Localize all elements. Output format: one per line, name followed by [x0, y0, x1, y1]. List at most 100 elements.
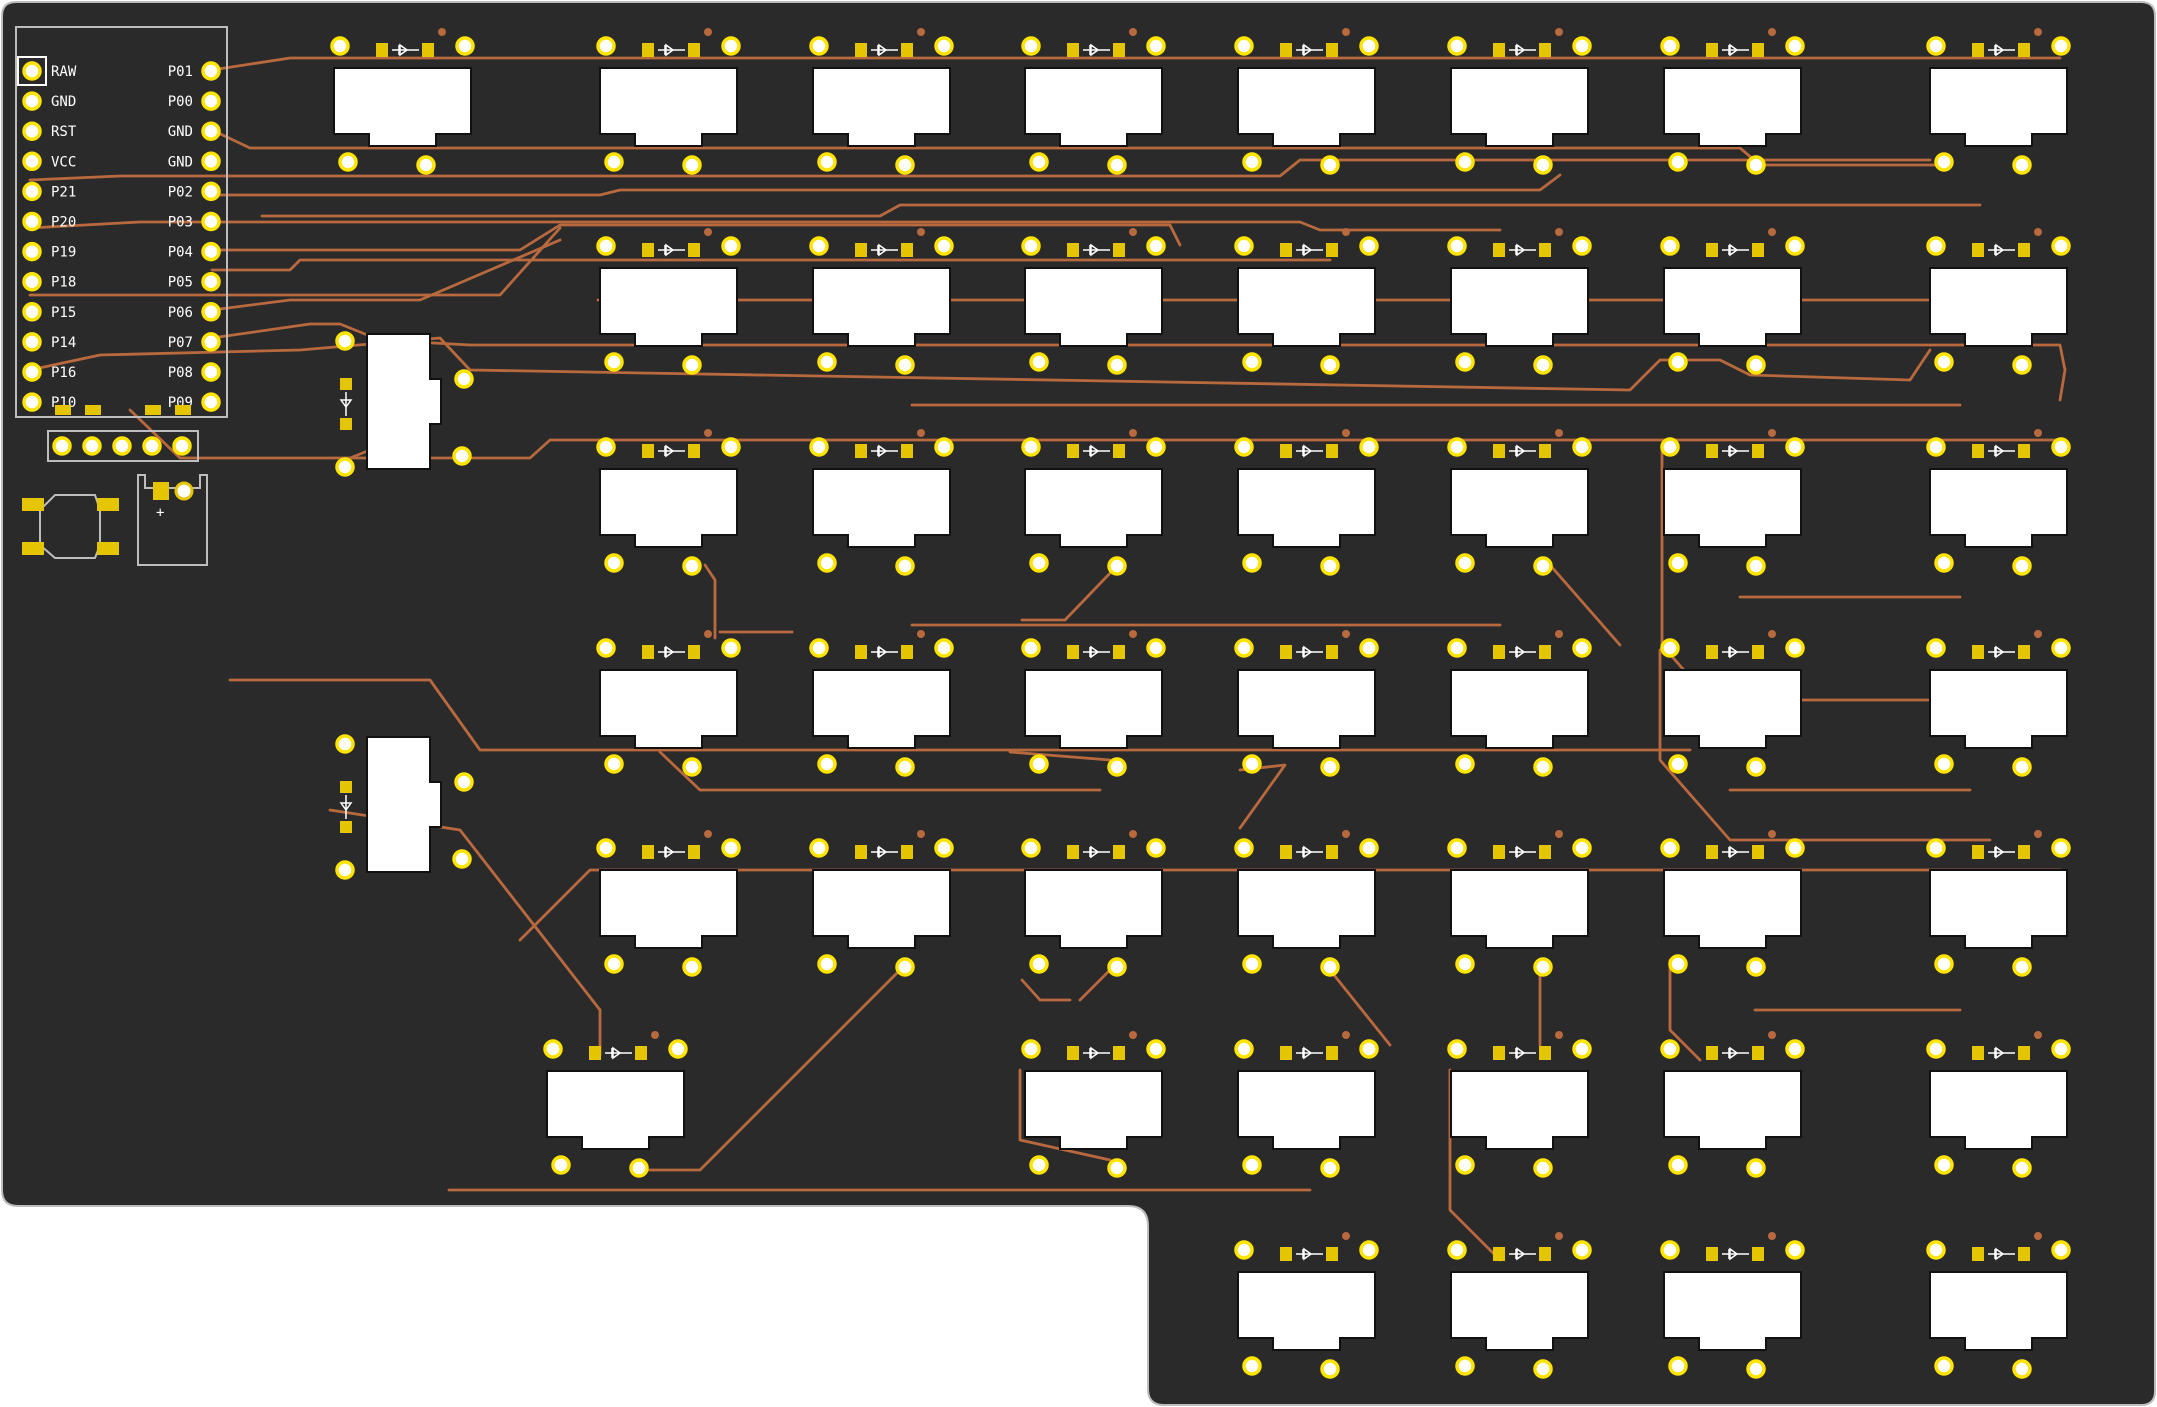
switch-pin-pad	[934, 36, 954, 56]
switch-pin-pad	[1447, 437, 1467, 457]
diode-pad	[1539, 243, 1551, 257]
key-switch-footprint	[1926, 630, 2071, 777]
switch-pin-pad	[817, 352, 837, 372]
diode-symbol-icon	[871, 845, 898, 859]
switch-pin-pad	[1668, 754, 1688, 774]
diode-pad	[1752, 1247, 1764, 1261]
diode-pad	[1113, 43, 1125, 57]
switch-pin-pad	[1785, 236, 1805, 256]
switch-pin-pad	[1029, 1155, 1049, 1175]
switch-cutout	[599, 67, 738, 147]
diode-pad	[688, 645, 700, 659]
switch-pin-pad	[596, 638, 616, 658]
diode-pad	[1113, 444, 1125, 458]
switch-pin-pad	[1533, 757, 1553, 777]
via	[438, 28, 446, 36]
switch-pin-pad	[1746, 957, 1766, 977]
switch-pin-pad	[330, 36, 350, 56]
diode-symbol-icon	[1296, 1046, 1323, 1060]
diode-pad	[1752, 845, 1764, 859]
key-switch-footprint	[1447, 28, 1592, 175]
switch-pin-pad	[1660, 1039, 1680, 1059]
diode-pad	[1067, 845, 1079, 859]
switch-cutout	[1450, 1070, 1589, 1150]
diode-pad	[2018, 444, 2030, 458]
switch-pin-pad	[1926, 437, 1946, 457]
switch-pin-pad	[1455, 152, 1475, 172]
diode-symbol-icon	[871, 444, 898, 458]
key-switch-footprint	[1660, 1232, 1805, 1379]
diode-pad	[1972, 444, 1984, 458]
switch-pin-pad	[1146, 36, 1166, 56]
switch-pin-pad	[596, 236, 616, 256]
switch-pin-pad	[1785, 638, 1805, 658]
key-switch-footprint	[1660, 630, 1805, 777]
diode-pad	[1972, 645, 1984, 659]
switch-pin-pad	[1447, 1240, 1467, 1260]
controller-pin-pad	[201, 302, 221, 322]
diode-pad	[1113, 645, 1125, 659]
switch-pin-pad	[2051, 1039, 2071, 1059]
via	[2034, 630, 2042, 638]
diode-pad	[1067, 1046, 1079, 1060]
switch-pin-pad	[604, 754, 624, 774]
switch-pin-pad	[1234, 36, 1254, 56]
diode-pad	[635, 1046, 647, 1060]
switch-pin-pad	[1359, 638, 1379, 658]
via	[2034, 28, 2042, 36]
switch-pin-pad	[1455, 352, 1475, 372]
key-switch-footprint	[1234, 228, 1379, 375]
switch-pin-pad	[1934, 553, 1954, 573]
switch-pin-pad	[604, 352, 624, 372]
controller-pin-label-left: P18	[51, 275, 76, 291]
switch-pin-pad	[1660, 838, 1680, 858]
controller-pin-pad	[22, 61, 42, 81]
diode-symbol-icon	[1722, 845, 1749, 859]
switch-pin-pad	[596, 36, 616, 56]
diode-pad	[901, 444, 913, 458]
diode-symbol-icon	[1509, 845, 1536, 859]
switch-pin-pad	[1668, 553, 1688, 573]
switch-cutout	[1237, 67, 1376, 147]
via	[651, 1031, 659, 1039]
switch-cutout	[1663, 267, 1802, 347]
controller-pin-pad	[201, 332, 221, 352]
key-switch-footprint	[1234, 830, 1379, 977]
via	[1768, 429, 1776, 437]
via	[917, 630, 925, 638]
header-pin-pad	[142, 436, 162, 456]
switch-cutout	[1450, 1271, 1589, 1351]
diode-pad	[901, 243, 913, 257]
diode-pad	[1493, 845, 1505, 859]
diode-pad	[1972, 1046, 1984, 1060]
header-outline	[47, 430, 199, 462]
diode-pad	[855, 444, 867, 458]
diode-pad	[1706, 243, 1718, 257]
diode-pad	[1752, 444, 1764, 458]
diode-pad	[1752, 43, 1764, 57]
diode-symbol-icon	[1296, 43, 1323, 57]
switch-pin-pad	[1242, 352, 1262, 372]
key-switch-footprint	[1447, 1232, 1592, 1379]
switch-pin-pad	[455, 36, 475, 56]
switch-pin-pad	[1934, 1155, 1954, 1175]
controller-pin-pad	[201, 392, 221, 412]
diode-pad	[1280, 645, 1292, 659]
diode-pad	[855, 243, 867, 257]
switch-pin-pad	[1668, 1155, 1688, 1175]
switch-pin-pad	[1359, 1240, 1379, 1260]
controller-pin-pad	[201, 211, 221, 232]
via	[1768, 228, 1776, 236]
switch-pin-pad	[1320, 757, 1340, 777]
diode-pad	[1539, 1046, 1551, 1060]
switch-pin-pad	[2012, 556, 2032, 576]
switch-cutout	[599, 468, 738, 548]
switch-cutout	[812, 869, 951, 949]
key-switch-footprint	[809, 228, 954, 375]
switch-pin-pad	[1746, 1158, 1766, 1178]
controller-pin-pad	[201, 121, 221, 141]
controller-pin-label-left: VCC	[51, 154, 76, 170]
switch-pin-pad	[1234, 1240, 1254, 1260]
switch-pin-pad	[1021, 1039, 1041, 1059]
